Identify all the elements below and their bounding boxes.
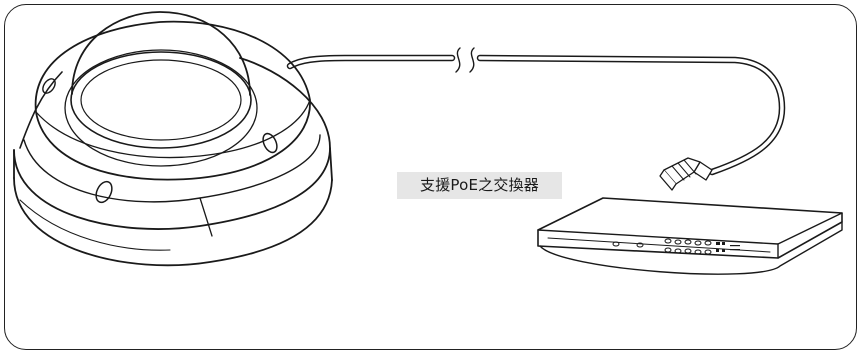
diagram-caption: 支援PoE之交換器 [397,172,562,199]
poe-switch-icon [537,197,843,275]
ethernet-cable-icon [286,47,786,176]
rj45-plug-icon [659,157,713,191]
dome-camera-icon [13,11,333,267]
